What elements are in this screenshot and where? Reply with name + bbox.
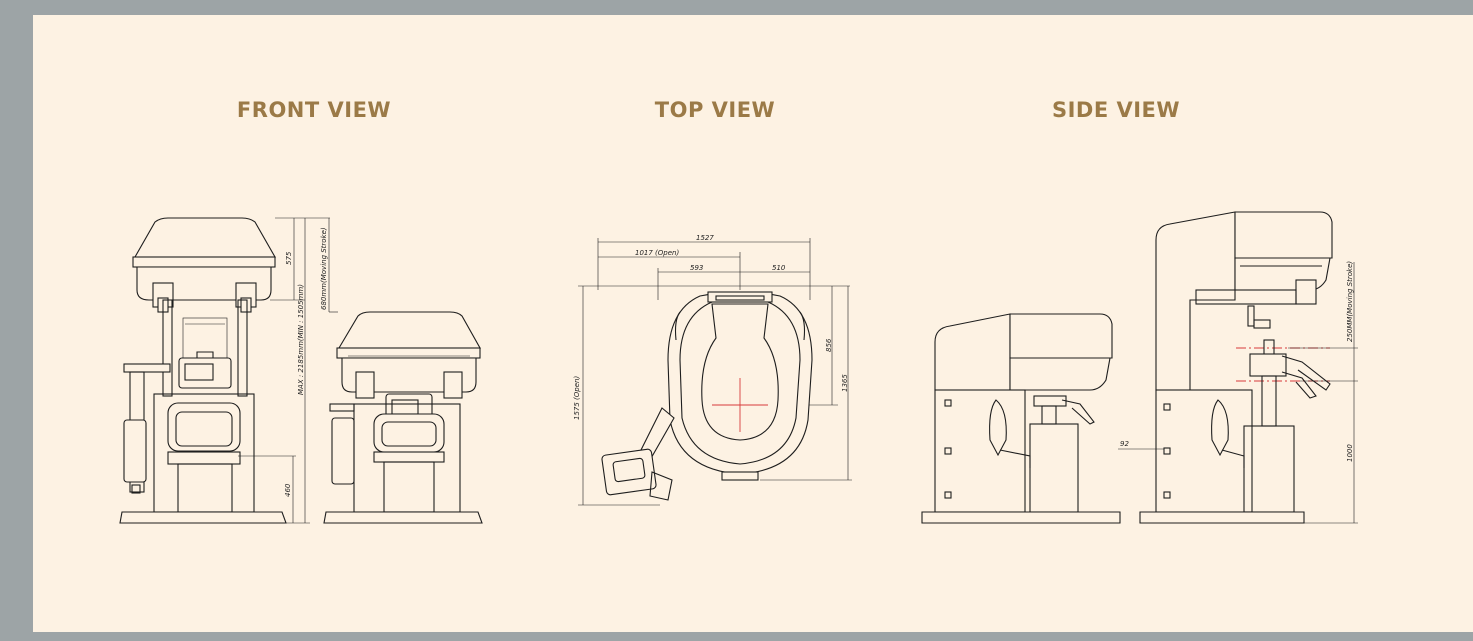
dim-575: 575 xyxy=(285,251,293,265)
side-view-short-unit xyxy=(921,313,1121,524)
dim-680-stroke: 680mm(Moving Stroke) xyxy=(320,227,328,310)
top-view-drawing: 1527 1017 (Open) 593 510 1575 (Open) 856… xyxy=(573,234,852,506)
dim-856: 856 xyxy=(825,338,833,352)
dim-1365: 1365 xyxy=(841,374,849,392)
side-view-title: SIDE VIEW xyxy=(1051,98,1181,122)
dim-460: 460 xyxy=(284,483,292,497)
front-view-tall-unit: 575 680mm(Moving Stroke) MAX : 2185mm(MI… xyxy=(119,217,338,524)
dim-1000: 1000 xyxy=(1346,444,1354,462)
dim-1575-open: 1575 (Open) xyxy=(573,376,581,420)
dim-92: 92 xyxy=(1120,440,1129,448)
dim-1017-open: 1017 (Open) xyxy=(635,249,679,257)
dim-593: 593 xyxy=(690,264,703,272)
dim-510: 510 xyxy=(772,264,786,272)
front-view-title: FRONT VIEW xyxy=(236,98,392,122)
top-view-title: TOP VIEW xyxy=(654,98,776,122)
front-view-short-unit xyxy=(323,311,483,524)
dim-max-height: MAX : 2185mm(MIN : 1505mm) xyxy=(297,284,305,395)
dim-1527: 1527 xyxy=(696,234,714,242)
side-view-tall-unit: 92 250MM(Moving Stroke) 1000 xyxy=(1118,211,1358,524)
dim-250-stroke: 250MM(Moving Stroke) xyxy=(1346,261,1354,342)
